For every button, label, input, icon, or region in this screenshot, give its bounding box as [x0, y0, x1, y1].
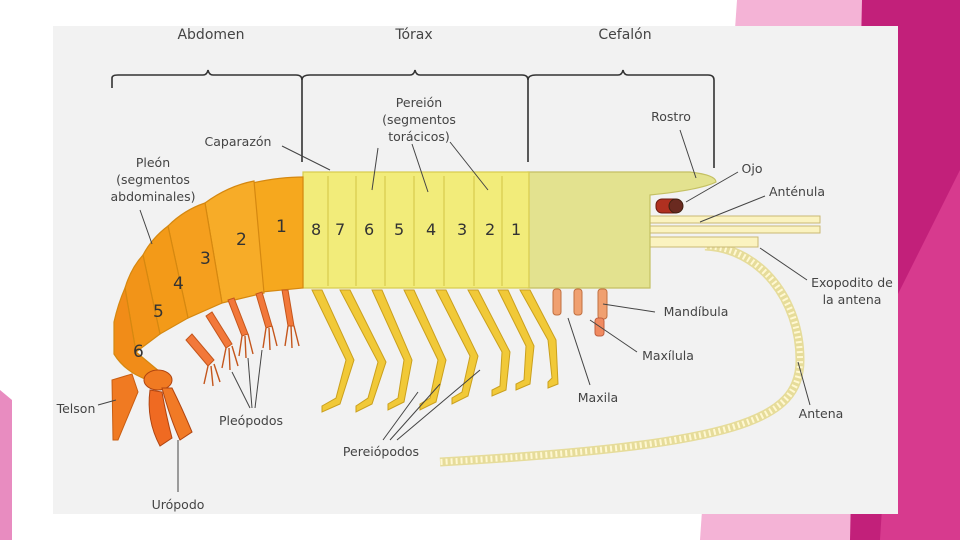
abdominal-segment-3 [167, 202, 223, 319]
abdominal-number-1: 1 [276, 217, 287, 237]
label-exopodito: Exopodito de la antena [811, 275, 893, 307]
pereiopod-7 [497, 289, 535, 391]
telson [111, 373, 139, 441]
abdominal-segment-numbers: 1 2 3 4 5 6 [133, 217, 287, 362]
abdominal-number-3: 3 [200, 249, 211, 269]
uropods [143, 369, 193, 447]
thoracic-number-1: 1 [511, 220, 521, 239]
abdominal-segment-2 [204, 180, 265, 304]
pereiopod-3 [371, 289, 413, 411]
header-torax: Tórax [394, 27, 432, 43]
thoracic-number-5: 5 [394, 220, 404, 239]
brackets [111, 69, 715, 168]
thoracic-number-6: 6 [364, 220, 374, 239]
label-pleopodos: Pleópodos [219, 413, 283, 428]
uropod-inner [148, 389, 173, 447]
label-antenula: Anténula [769, 184, 825, 199]
header-cefalon: Cefalón [598, 27, 651, 43]
thoracic-segment-numbers: 8 7 6 5 4 3 2 1 [311, 220, 521, 239]
label-ojo: Ojo [742, 161, 763, 176]
label-rostro: Rostro [651, 109, 691, 124]
label-exopodito-line1: Exopodito de [811, 275, 893, 290]
antenna-flagellum [439, 241, 805, 467]
thorax-segment-lines [327, 176, 503, 286]
label-mandibula: Mandíbula [664, 304, 729, 319]
label-pereion-line2: (segmentos [382, 112, 456, 127]
pleopods [185, 289, 295, 367]
uropod-outer [161, 387, 193, 441]
abdominal-segment-1 [251, 176, 304, 293]
bracket-torax [301, 69, 529, 162]
pleopod-2 [205, 311, 233, 349]
label-pleon: Pleón (segmentos abdominales) [111, 155, 196, 204]
abdominal-number-5: 5 [153, 302, 164, 322]
decor-shape-mid [880, 170, 960, 540]
eye [655, 198, 684, 214]
thorax [302, 171, 530, 289]
thoracic-number-8: 8 [311, 220, 321, 239]
thorax-body [302, 171, 530, 289]
header-abdomen: Abdomen [177, 27, 244, 43]
thoracic-number-4: 4 [426, 220, 436, 239]
bracket-abdomen [111, 69, 303, 162]
label-pereion: Pereión (segmentos torácicos) [382, 95, 456, 144]
leader-lines [97, 129, 811, 492]
pereiopod-5 [435, 289, 479, 405]
label-pereiopodos: Pereiópodos [343, 444, 419, 459]
label-caparazon: Caparazón [205, 134, 272, 149]
antenna-peduncle [647, 236, 759, 248]
maxillule [573, 288, 583, 316]
thoracic-number-3: 3 [457, 220, 467, 239]
antennule-flagellum-upper [649, 215, 821, 224]
abdominal-number-6: 6 [133, 342, 144, 362]
abdomen [113, 176, 304, 381]
label-maxilula: Maxílula [642, 348, 694, 363]
label-antena: Antena [799, 406, 844, 421]
maxilla [552, 288, 562, 316]
eye-compound [668, 198, 684, 214]
label-telson: Telson [56, 401, 96, 416]
pleopod-setae [203, 325, 300, 387]
thoracic-number-7: 7 [335, 220, 345, 239]
label-pleon-line3: abdominales) [111, 189, 196, 204]
pereiopod-1 [311, 289, 355, 413]
abdominal-segment-5 [124, 253, 161, 354]
pereiopod-4 [403, 289, 447, 411]
cephalon-carapace [527, 171, 717, 289]
abdominal-number-2: 2 [236, 230, 247, 250]
pereiopods [311, 289, 559, 413]
pleopod-1 [185, 333, 215, 367]
pereiopod-8 [519, 289, 559, 389]
label-pleon-line2: (segmentos [116, 172, 190, 187]
thoracic-number-2: 2 [485, 220, 495, 239]
label-exopodito-line2: la antena [823, 292, 882, 307]
decor-shape-left [0, 390, 12, 540]
antennule-flagellum-lower [649, 225, 821, 234]
label-maxila: Maxila [578, 390, 618, 405]
pereiopod-6 [467, 289, 511, 397]
pereiopod-2 [339, 289, 387, 413]
label-pereion-line1: Pereión [396, 95, 442, 110]
uropod-base [143, 369, 173, 391]
label-pleon-line1: Pleón [136, 155, 170, 170]
abdominal-number-4: 4 [173, 274, 184, 294]
label-uropodo: Urópodo [152, 497, 205, 512]
bracket-cefalon [527, 69, 715, 168]
label-pereion-line3: torácicos) [388, 129, 450, 144]
